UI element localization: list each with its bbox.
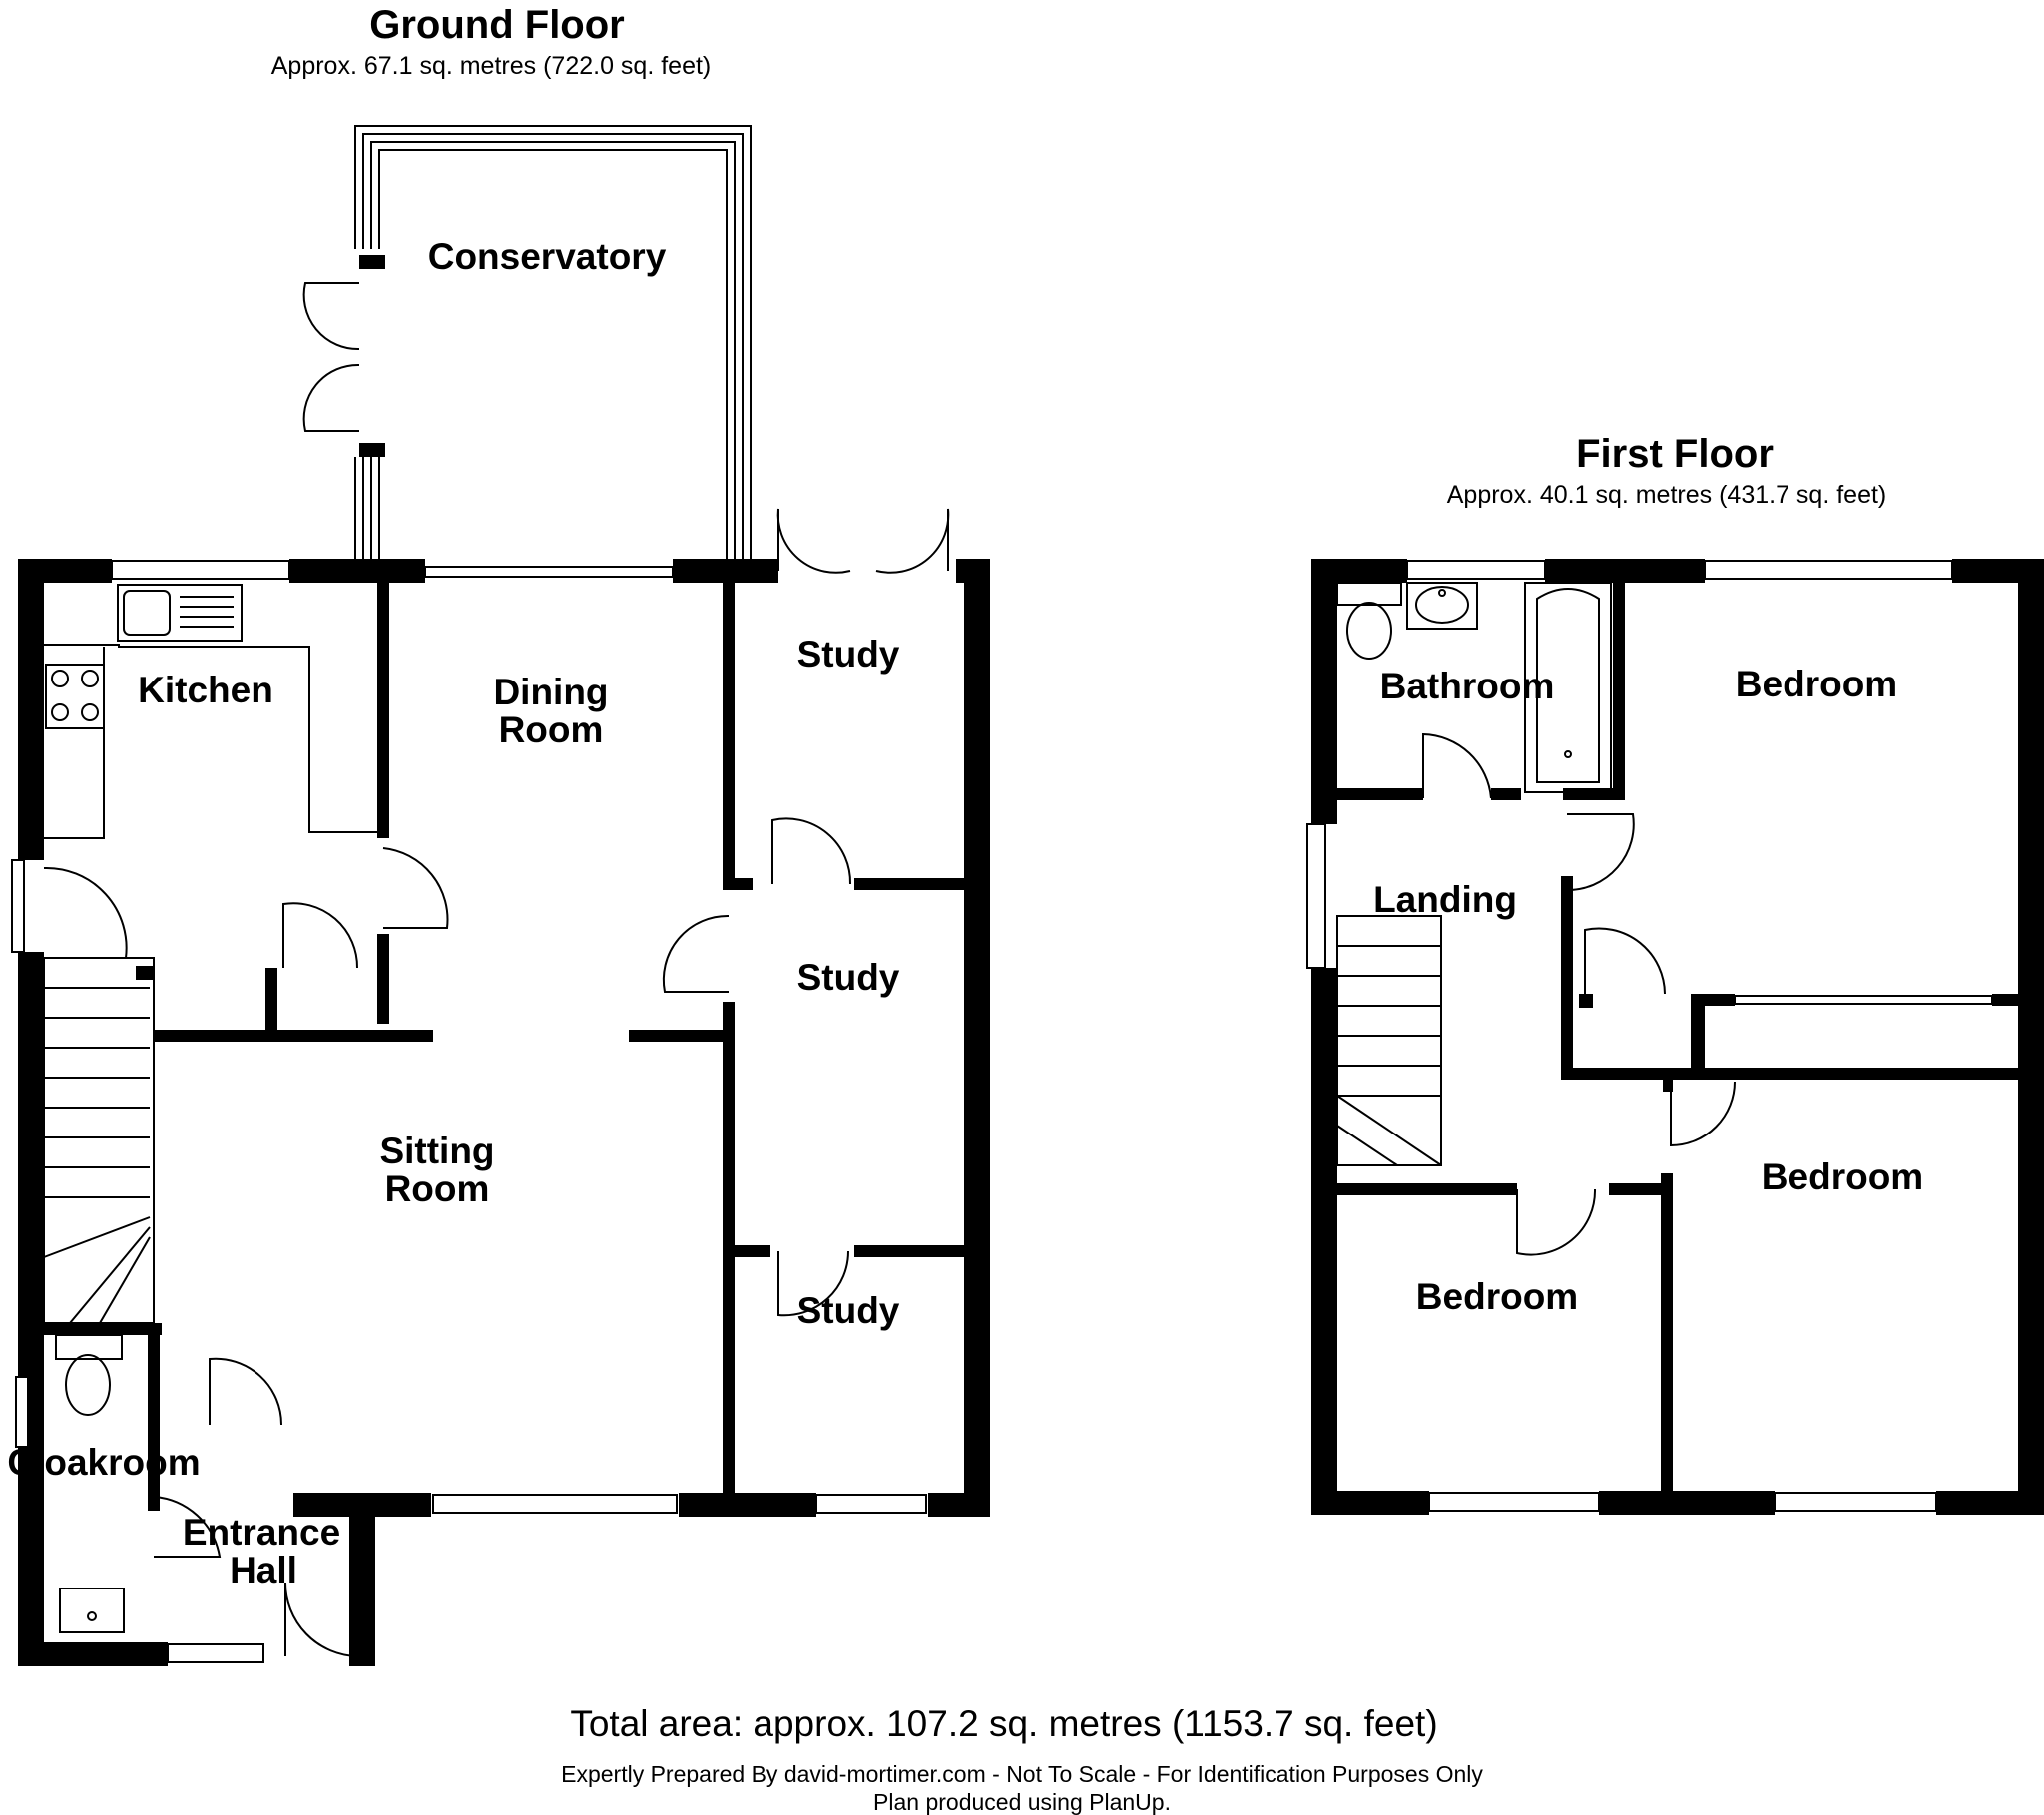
room-label-conservatory: Conservatory [428, 236, 667, 277]
ground-floor-windows [11, 560, 927, 1663]
ground-floor-fixtures [43, 584, 377, 1633]
room-label-bathroom: Bathroom [1380, 666, 1555, 706]
ground-floor-walls [18, 559, 990, 1666]
first-floor-windows [1306, 560, 1953, 1512]
room-label-bedroom-middle-right: Bedroom [1762, 1156, 1923, 1197]
room-label-bedroom-bottom-left: Bedroom [1416, 1276, 1578, 1317]
ground-floor-area: Approx. 67.1 sq. metres (722.0 sq. feet) [271, 52, 712, 80]
ground-floor-title: Ground Floor [369, 3, 625, 47]
first-floor-title: First Floor [1576, 432, 1774, 476]
first-floor-fixtures [1336, 582, 1612, 1166]
room-label-kitchen: Kitchen [138, 670, 273, 710]
room-label-bedroom-top-right: Bedroom [1736, 664, 1897, 704]
ground-floor-doors [43, 508, 950, 1657]
room-label-cloakroom: Cloakroom [7, 1442, 200, 1483]
ground-floor-plan [11, 125, 990, 1666]
first-floor-doors [1422, 732, 1993, 1256]
total-area: Total area: approx. 107.2 sq. metres (11… [570, 1703, 1437, 1744]
room-label-sitting-line2: Room [385, 1168, 490, 1209]
room-label-study-bottom: Study [797, 1290, 900, 1331]
conservatory-frame [302, 125, 752, 567]
room-label-dining-line1: Dining [493, 672, 608, 712]
footer-credit: Plan produced using PlanUp. [873, 1789, 1171, 1815]
first-floor-area: Approx. 40.1 sq. metres (431.7 sq. feet) [1447, 481, 1887, 509]
room-label-study-middle: Study [797, 957, 900, 998]
footer-disclaimer: Expertly Prepared By david-mortimer.com … [561, 1761, 1483, 1787]
room-label-sitting-line1: Sitting [379, 1131, 494, 1171]
room-label-study-top: Study [797, 634, 900, 675]
room-label-entrance-line1: Entrance [183, 1512, 340, 1553]
room-label-entrance-line2: Hall [230, 1550, 297, 1590]
first-floor-plan [1306, 559, 2044, 1515]
room-label-dining-line2: Room [499, 709, 604, 750]
first-floor-walls [1311, 559, 2044, 1515]
room-label-landing: Landing [1373, 879, 1517, 920]
